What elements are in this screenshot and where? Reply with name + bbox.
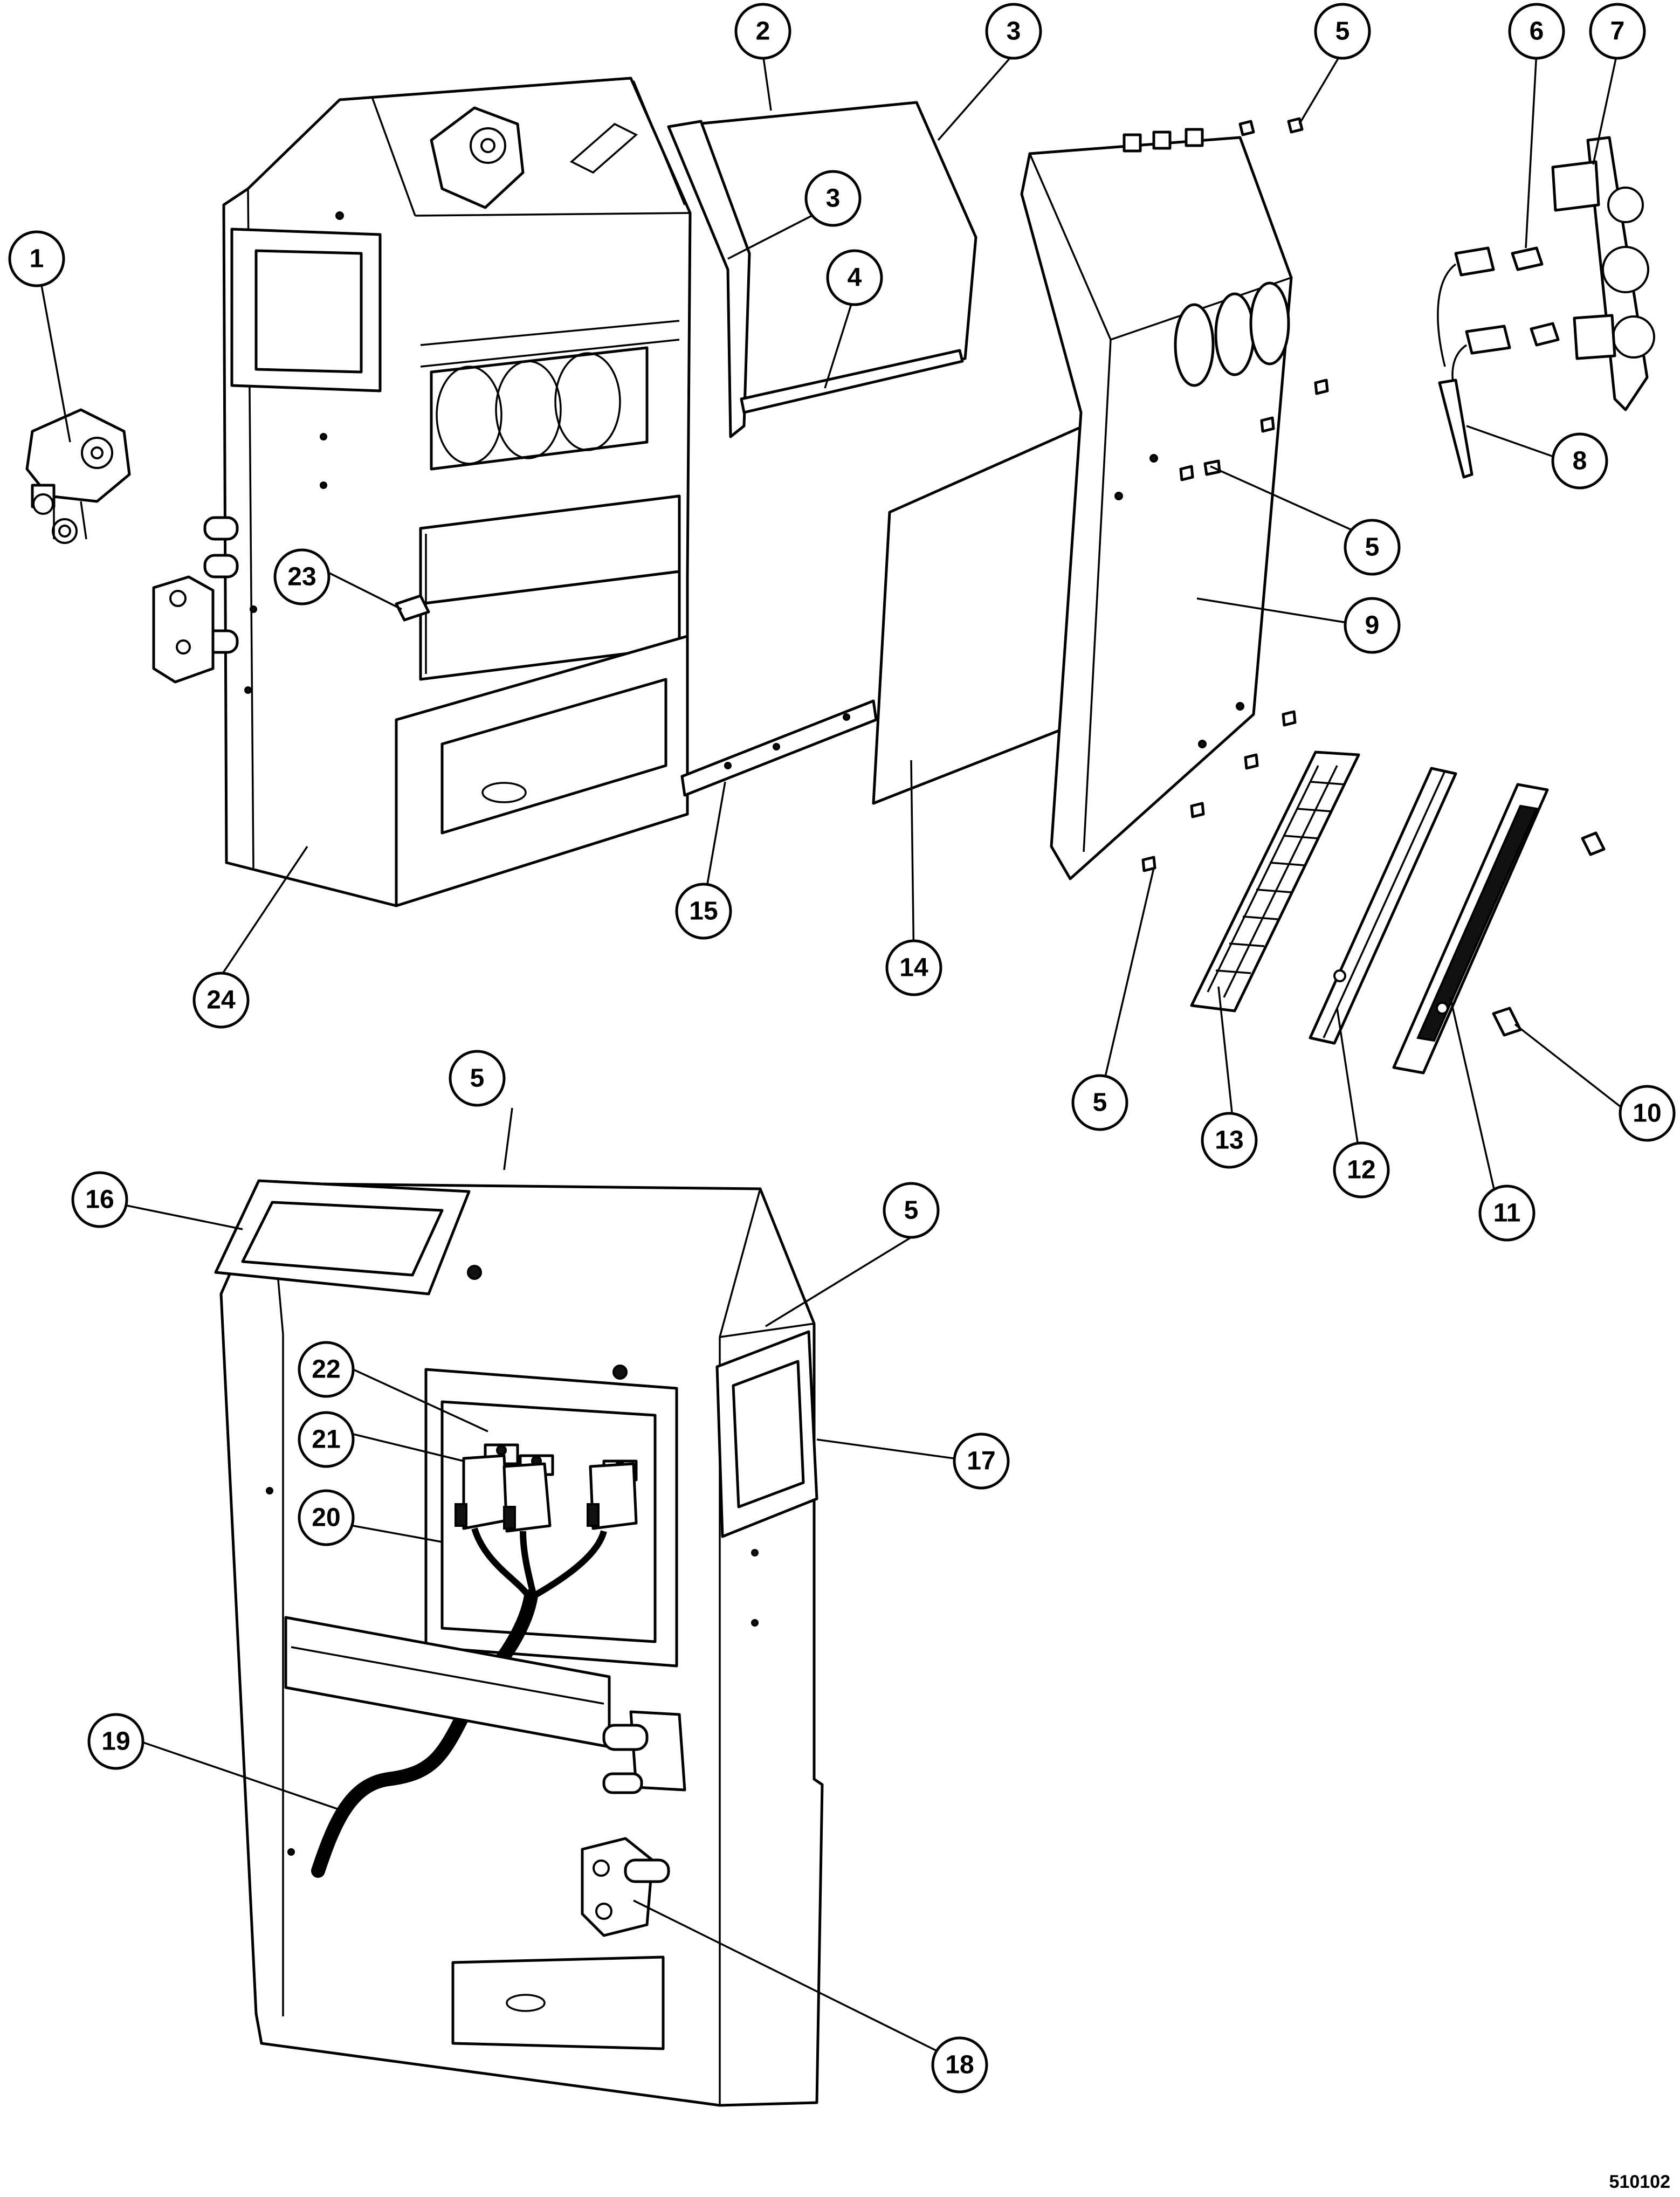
callout-17: 17 [953, 1432, 1010, 1490]
svg-text:2: 2 [756, 17, 770, 46]
svg-text:22: 22 [312, 1355, 340, 1384]
callout-19: 19 [87, 1713, 144, 1770]
part-12-filter [1309, 767, 1457, 1045]
callout-1: 1 [8, 230, 65, 287]
svg-text:11: 11 [1493, 1199, 1521, 1228]
callout-12: 12 [1333, 1141, 1390, 1199]
svg-text:12: 12 [1347, 1156, 1375, 1184]
svg-text:5: 5 [1335, 17, 1350, 46]
svg-text:17: 17 [967, 1447, 995, 1476]
svg-text:24: 24 [206, 986, 236, 1015]
callout-22: 22 [298, 1341, 355, 1398]
part-1-motor-valve [25, 408, 131, 544]
callout-11: 11 [1478, 1184, 1536, 1242]
part-13-grille [1190, 750, 1360, 1013]
svg-text:13: 13 [1215, 1126, 1243, 1155]
callout-24: 24 [192, 972, 250, 1029]
leader-lines [36, 51, 1627, 2061]
callout-3: 3 [804, 170, 862, 227]
part-2-3-4-top-panel [667, 101, 977, 438]
svg-text:5: 5 [1365, 533, 1380, 562]
callout-10: 10 [1619, 1085, 1676, 1142]
callout-5: 5 [1314, 3, 1371, 60]
svg-text:9: 9 [1365, 611, 1380, 640]
svg-text:5: 5 [904, 1196, 919, 1225]
callout-3: 3 [985, 3, 1042, 60]
callout-13: 13 [1201, 1112, 1258, 1169]
callout-5: 5 [1344, 519, 1401, 576]
svg-text:1: 1 [30, 245, 44, 273]
svg-text:18: 18 [945, 2051, 974, 2079]
callout-6: 6 [1508, 3, 1565, 60]
svg-text:23: 23 [287, 563, 316, 591]
svg-text:19: 19 [101, 1727, 130, 1756]
svg-text:21: 21 [312, 1425, 340, 1454]
svg-text:10: 10 [1633, 1099, 1661, 1128]
part-7-switch-plate [1551, 136, 1655, 411]
svg-text:14: 14 [899, 954, 928, 982]
svg-text:5: 5 [1093, 1089, 1107, 1117]
callout-23: 23 [273, 548, 331, 605]
part-6-bulb [1511, 246, 1560, 347]
callout-4: 4 [826, 249, 883, 306]
part-5-screws [1141, 117, 1329, 872]
part-24-main-housing [152, 77, 692, 907]
part-9-front-cover [1020, 128, 1293, 880]
part-23-clip [395, 594, 430, 622]
callout-9: 9 [1344, 597, 1401, 654]
svg-text:8: 8 [1573, 447, 1587, 476]
callout-21: 21 [298, 1411, 355, 1468]
callout-5: 5 [883, 1182, 940, 1239]
part-17-side-frame [715, 1330, 818, 1538]
part-15-strip [680, 699, 878, 797]
svg-text:3: 3 [1007, 17, 1021, 46]
callout-16: 16 [71, 1171, 128, 1228]
callout-7: 7 [1589, 3, 1646, 60]
svg-text:5: 5 [470, 1064, 485, 1093]
callout-14: 14 [885, 939, 942, 996]
part-rear-housing [219, 1182, 824, 2107]
svg-text:6: 6 [1530, 17, 1544, 46]
svg-text:4: 4 [848, 264, 862, 292]
callout-18: 18 [931, 2036, 988, 2093]
callout-15: 15 [675, 883, 732, 940]
svg-text:20: 20 [312, 1504, 340, 1532]
svg-text:7: 7 [1610, 17, 1625, 46]
callout-8: 8 [1551, 432, 1608, 490]
svg-text:15: 15 [689, 897, 718, 926]
callout-5: 5 [1071, 1074, 1128, 1131]
part-14-panel [872, 424, 1085, 805]
part-8-wire-harness [1437, 246, 1511, 479]
svg-text:3: 3 [826, 184, 841, 213]
document-code: 510102 [1609, 2172, 1670, 2192]
callouts: 1 2 3 3 4 5 5 5 5 5 6 7 8 9 10 11 12 13 … [8, 3, 1676, 2093]
callout-20: 20 [298, 1489, 355, 1546]
callout-2: 2 [734, 3, 791, 60]
part-16-frame [214, 1179, 471, 1296]
part-11-grille-frame [1392, 783, 1549, 1075]
callout-5: 5 [449, 1050, 506, 1107]
svg-text:16: 16 [85, 1186, 114, 1214]
